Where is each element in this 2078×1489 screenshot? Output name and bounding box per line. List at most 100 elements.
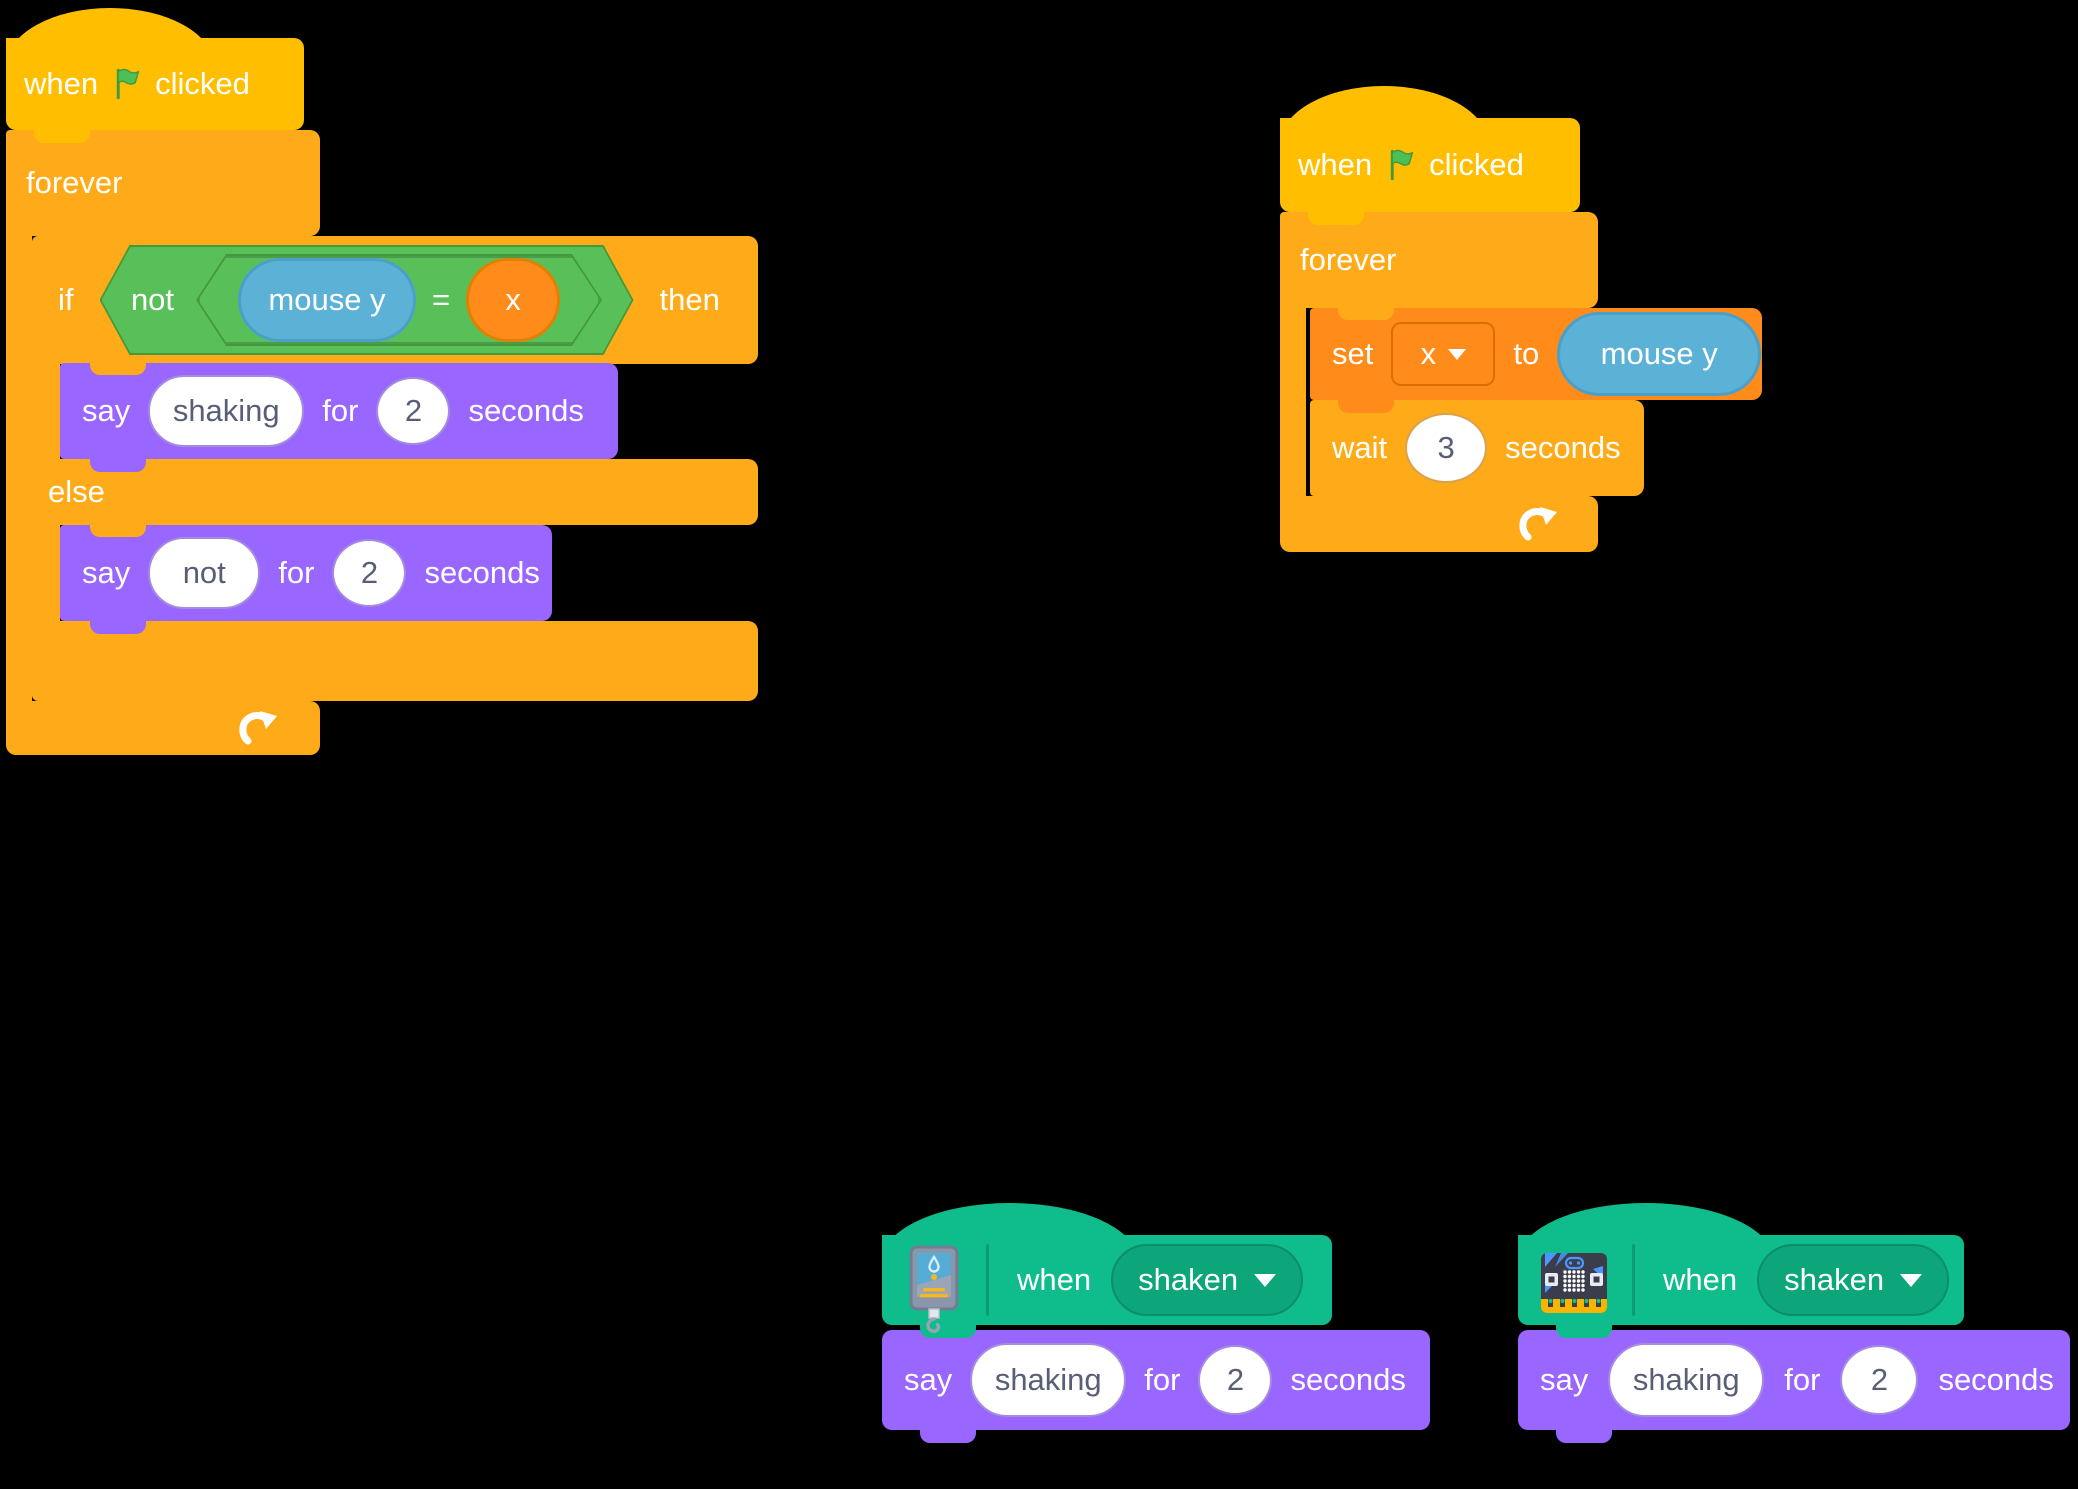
script-forever-if-else: when clicked forever if not xyxy=(6,8,766,770)
forever-label: forever xyxy=(1300,242,1397,277)
shaken-dropdown-value: shaken xyxy=(1138,1262,1239,1297)
to-label: to xyxy=(1513,336,1540,371)
duration-input[interactable]: 2 xyxy=(332,539,407,607)
wait-label: wait xyxy=(1332,430,1388,465)
duration-value: 2 xyxy=(1870,1362,1889,1397)
duration-input[interactable]: 3 xyxy=(1405,413,1488,483)
block-tab xyxy=(1338,399,1394,413)
message-value: shaking xyxy=(994,1362,1102,1397)
say-label: say xyxy=(904,1362,953,1397)
equals-operator-label: = xyxy=(431,282,451,317)
if-bottom-bar xyxy=(32,621,758,701)
message-value: not xyxy=(182,555,226,590)
message-input[interactable]: shaking xyxy=(970,1343,1127,1417)
dropdown-arrow-icon xyxy=(1448,348,1467,360)
block-notch xyxy=(90,362,146,375)
mouse-y-reporter[interactable]: mouse y xyxy=(237,258,416,342)
say-label: say xyxy=(82,555,131,590)
block-notch xyxy=(1338,307,1394,320)
mouse-y-reporter[interactable]: mouse y xyxy=(1557,312,1762,396)
variable-dropdown[interactable]: x xyxy=(1391,322,1496,386)
seconds-label: seconds xyxy=(468,393,584,428)
set-label: set xyxy=(1332,336,1374,371)
forever-block[interactable]: forever xyxy=(1280,212,1598,308)
not-label: not xyxy=(130,282,175,317)
say-for-seconds-block[interactable]: say shaking for 2 seconds xyxy=(882,1330,1430,1443)
microbit-icon xyxy=(1541,1253,1607,1313)
say-for-seconds-block[interactable]: say not for 2 seconds xyxy=(60,524,552,634)
when-flag-clicked-hat-block[interactable]: when clicked xyxy=(1280,86,1580,225)
when-shaken-hat-block[interactable]: when shaken xyxy=(882,1203,1332,1338)
block-tab xyxy=(920,1324,976,1338)
then-label: then xyxy=(659,282,720,317)
when-shaken-hat-block[interactable]: when shaken xyxy=(1518,1203,1964,1338)
wait-seconds-block[interactable]: wait 3 seconds xyxy=(1310,400,1644,496)
dropdown-arrow-icon xyxy=(1900,1273,1923,1287)
message-value: shaking xyxy=(1632,1362,1740,1397)
variable-dropdown-value: x xyxy=(1420,336,1437,371)
block-tab xyxy=(1556,1429,1612,1443)
duration-value: 2 xyxy=(360,555,379,590)
forever-arm xyxy=(6,236,32,701)
clicked-label: clicked xyxy=(155,66,250,101)
say-label: say xyxy=(82,393,131,428)
duration-input[interactable]: 2 xyxy=(1198,1345,1273,1415)
variable-x-reporter[interactable]: x xyxy=(466,258,561,342)
green-flag-icon xyxy=(116,68,140,100)
not-block[interactable]: not mouse y = x xyxy=(100,245,634,355)
dropdown-arrow-icon xyxy=(1254,1273,1277,1287)
when-label: when xyxy=(1663,1262,1738,1297)
say-for-seconds-block[interactable]: say shaking for 2 seconds xyxy=(60,362,618,472)
shaken-dropdown-value: shaken xyxy=(1784,1262,1885,1297)
clicked-label: clicked xyxy=(1429,147,1524,182)
loop-arrow-icon xyxy=(1519,507,1557,541)
force-sensor-icon xyxy=(909,1245,959,1333)
loop-arrow-icon xyxy=(239,711,277,745)
block-tab xyxy=(1308,211,1364,225)
say-for-seconds-block[interactable]: say shaking for 2 seconds xyxy=(1518,1330,2070,1443)
forever-bottom-bar xyxy=(6,701,320,755)
shaken-dropdown[interactable]: shaken xyxy=(1111,1244,1304,1316)
variable-x-label: x xyxy=(505,282,521,317)
equals-block[interactable]: mouse y = x xyxy=(196,254,602,346)
forever-label: forever xyxy=(26,165,123,200)
message-input[interactable]: shaking xyxy=(148,375,305,447)
else-label: else xyxy=(48,474,105,509)
when-flag-clicked-hat-block[interactable]: when clicked xyxy=(6,8,304,143)
duration-input[interactable]: 2 xyxy=(376,377,451,445)
script-set-variable-loop: when clicked forever set x to mouse xyxy=(1280,86,1780,566)
seconds-label: seconds xyxy=(1290,1362,1406,1397)
else-bar: else xyxy=(32,459,758,525)
for-label: for xyxy=(278,555,315,590)
when-label: when xyxy=(1017,1262,1092,1297)
duration-value: 2 xyxy=(1226,1362,1245,1397)
when-label: when xyxy=(24,66,99,101)
duration-value: 2 xyxy=(404,393,423,428)
seconds-label: seconds xyxy=(1938,1362,2054,1397)
block-tab xyxy=(920,1429,976,1443)
set-variable-block[interactable]: set x to mouse y xyxy=(1310,307,1762,413)
for-label: for xyxy=(1144,1362,1181,1397)
mouse-y-label: mouse y xyxy=(1600,336,1718,371)
block-notch xyxy=(90,524,146,537)
message-input[interactable]: not xyxy=(148,537,261,609)
message-input[interactable]: shaking xyxy=(1608,1343,1765,1417)
if-then-block[interactable]: if not mouse y = x xyxy=(32,236,758,364)
script-microbit-when-shaken: when shaken say shaking for 2 seconds xyxy=(1518,1203,2078,1463)
block-tab xyxy=(90,620,146,634)
mouse-y-label: mouse y xyxy=(268,282,386,317)
duration-input[interactable]: 2 xyxy=(1840,1345,1919,1415)
green-flag-icon xyxy=(1390,149,1414,181)
shaken-dropdown[interactable]: shaken xyxy=(1757,1244,1950,1316)
duration-value: 3 xyxy=(1437,430,1455,465)
for-label: for xyxy=(1784,1362,1821,1397)
forever-arm xyxy=(1280,308,1306,496)
forever-bottom-bar xyxy=(1280,496,1598,552)
message-value: shaking xyxy=(172,393,280,428)
when-label: when xyxy=(1298,147,1373,182)
forever-block[interactable]: forever xyxy=(6,130,320,236)
script-force-sensor-when-shaken: when shaken say shaking for 2 seconds xyxy=(882,1203,1442,1463)
say-label: say xyxy=(1540,1362,1589,1397)
if-label: if xyxy=(58,282,74,317)
block-tab xyxy=(34,129,90,143)
